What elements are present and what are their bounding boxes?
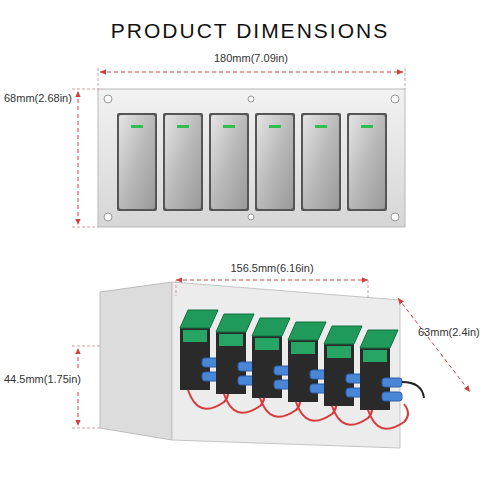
rocker-switches <box>117 113 387 211</box>
dimension-label: 156.5mm(6.16in) <box>230 262 313 275</box>
panel-plate-back <box>172 282 400 448</box>
dimension-label: 68mm(2.68in) <box>4 92 72 105</box>
dimension-label: 63mm(2.4in) <box>418 326 480 339</box>
dimension-label: 180mm(7.09in) <box>214 52 288 65</box>
panel-plate-side <box>100 282 172 440</box>
panel-plate <box>98 89 405 227</box>
page-title: PRODUCT DIMENSIONS <box>111 18 389 43</box>
dimension-label: 44.5mm(1.75in) <box>4 373 81 386</box>
dimension-lines <box>72 280 470 428</box>
mount-screws <box>104 95 399 221</box>
dimension-lines <box>72 68 405 227</box>
switch-bodies-and-wires <box>180 310 424 429</box>
